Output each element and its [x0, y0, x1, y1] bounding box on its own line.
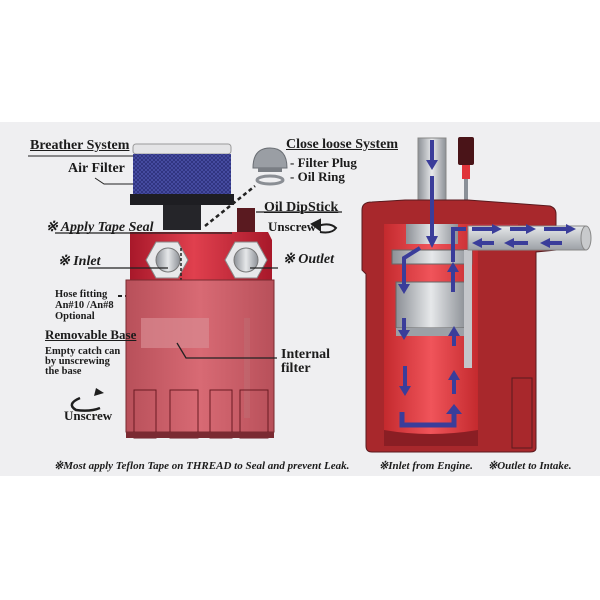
right-cutaway: [361, 137, 592, 453]
label-internal-filter-2: filter: [281, 361, 311, 376]
label-internal-filter-1: Internal: [281, 347, 330, 362]
label-hose-fitting-3: Optional: [55, 311, 95, 322]
label-oil-ring: - Oil Ring: [290, 169, 345, 184]
label-empty-catch-1: Empty catch can: [45, 346, 121, 357]
label-hose-fitting-2: An#10 /An#8: [55, 300, 114, 311]
label-air-filter: Air Filter: [68, 161, 125, 176]
label-oil-dipstick: Oil DipStick: [264, 200, 339, 215]
label-outlet: ※ Outlet: [283, 252, 335, 267]
label-empty-catch-3: the base: [45, 366, 82, 377]
unscrew-top-icon: [310, 218, 338, 234]
footnote-outlet: ※Outlet to Intake.: [488, 460, 572, 472]
label-unscrew-top: Unscrew: [268, 219, 317, 234]
footnote-teflon: ※Most apply Teflon Tape on THREAD to Sea…: [54, 460, 350, 472]
label-close-loose-system: Close loose System: [286, 137, 398, 152]
label-hose-fitting-1: Hose fitting: [55, 289, 108, 300]
label-inlet: ※ Inlet: [58, 254, 101, 269]
label-apply-tape-seal: ※ Apply Tape Seal: [46, 220, 154, 235]
unscrew-bottom-icon: [70, 388, 104, 412]
left-canister: [28, 143, 342, 439]
label-filter-plug: - Filter Plug: [290, 155, 357, 170]
label-breather-system: Breather System: [30, 138, 130, 153]
footnote-inlet: ※Inlet from Engine.: [379, 460, 473, 472]
flow-arrows: [398, 140, 576, 428]
label-removable-base: Removable Base: [45, 327, 137, 342]
label-empty-catch-2: by unscrewing: [45, 356, 110, 367]
label-unscrew-bottom: Unscrew: [64, 408, 113, 423]
